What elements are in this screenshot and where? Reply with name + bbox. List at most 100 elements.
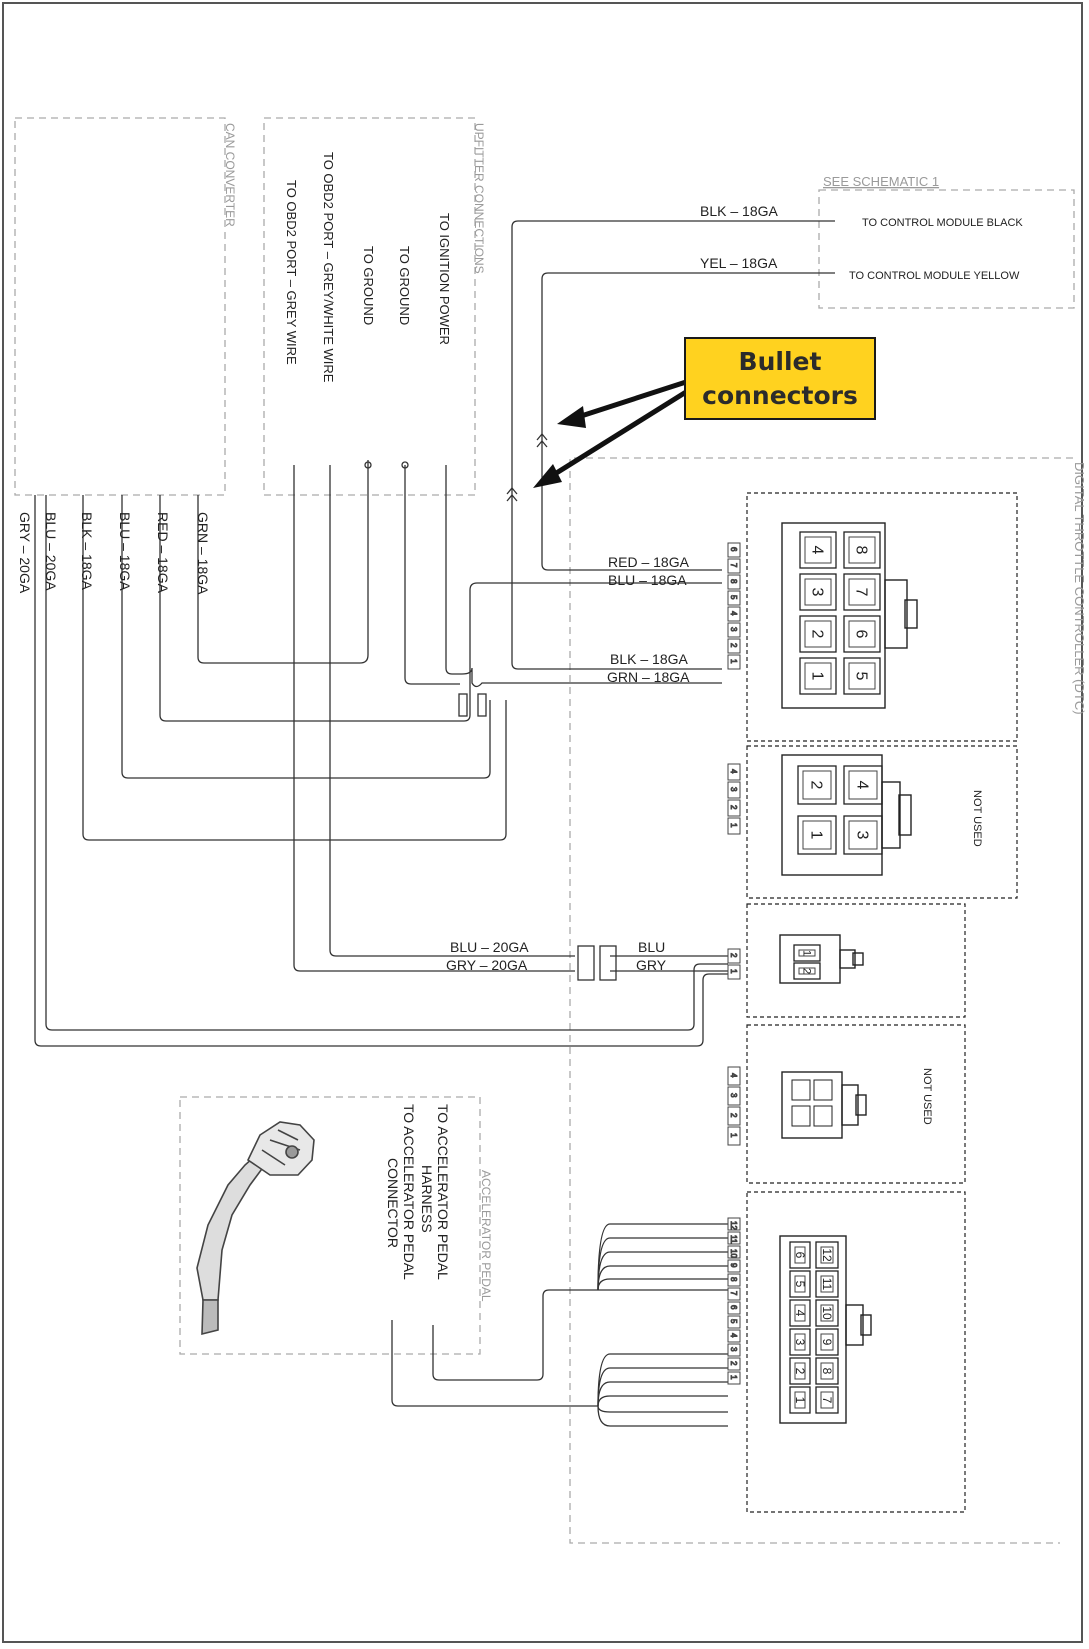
upfitter-title: UPFITTER CONNECTIONS: [472, 123, 486, 274]
conn8-cavity-inner: [804, 620, 832, 648]
conn2-wire-short-label: GRY: [636, 957, 667, 973]
conn8-pin-number: 7: [729, 563, 738, 568]
conn8-cavity-inner: [848, 536, 876, 564]
conn12-pin-number: 5: [729, 1319, 738, 1324]
conn12-pin-number: 3: [729, 1347, 738, 1352]
conn12-pin-number: 1: [729, 1375, 738, 1380]
can-wire-grn: [197, 460, 369, 664]
pedal-connector-label: TO ACCELERATOR PEDAL: [401, 1104, 417, 1280]
conn8-cavity-inner: [848, 662, 876, 690]
conn12-pin: [727, 1287, 741, 1301]
conn8-pin-number: 8: [729, 579, 738, 584]
conn8-cavity-inner: [804, 662, 832, 690]
conn2-cavity-inner: [798, 967, 816, 975]
conn4-cavity: [843, 815, 883, 855]
conn12-pin: [727, 1371, 741, 1385]
conn2-wire-short-label: BLU: [638, 939, 665, 955]
conn12-pin: [727, 1357, 741, 1371]
conn8-pin: [727, 606, 741, 622]
accelerator-box: [179, 1096, 481, 1355]
conn4-pin-number: 4: [729, 769, 738, 774]
connector-4b-note: NOT USED: [921, 1068, 933, 1125]
conn8-pin: [727, 542, 741, 558]
inline-connector: [599, 945, 617, 981]
conn4-pin: [727, 817, 741, 835]
conn12-cavity-number: 6: [793, 1252, 807, 1259]
can-wire-label: BLK – 18GA: [79, 512, 95, 590]
conn12-pin-number: 9: [729, 1263, 738, 1268]
conn12-pin: [727, 1301, 741, 1315]
conn4-cavity-inner: [848, 820, 878, 850]
conn12-cavity-inner: [794, 1391, 806, 1409]
conn2-cavity: [793, 944, 821, 962]
conn2-pin-number: 2: [729, 953, 738, 958]
conn4b-pin: [727, 1086, 741, 1106]
conn4b-cavity: [791, 1079, 811, 1101]
conn12-cavity-inner: [820, 1304, 834, 1322]
conn8-cavity: [843, 615, 881, 653]
conn12-cavity-number: 7: [820, 1397, 834, 1404]
conn12-cavity-inner: [820, 1362, 834, 1380]
conn8-cavity-number: 8: [853, 546, 870, 555]
conn12-cavity: [815, 1299, 839, 1327]
conn12-pin-number: 7: [729, 1291, 738, 1296]
can-converter-title: CAN CONVERTER: [223, 123, 237, 227]
callout-line-2: connectors: [702, 380, 858, 410]
bullet-chevrons: [506, 486, 518, 502]
conn8-pin: [727, 654, 741, 670]
conn12-cavity-inner: [794, 1362, 806, 1380]
pedal-connector-wire: [391, 1320, 598, 1407]
conn8-cavity-number: 1: [809, 672, 826, 681]
conn12-pin: [727, 1231, 741, 1245]
conn12-cavity-number: 2: [793, 1368, 807, 1375]
upfitter-label: TO GROUND: [361, 246, 376, 325]
conn4-cavity: [797, 765, 837, 805]
conn12-cavity-number: 3: [793, 1339, 807, 1346]
conn8-cavity: [799, 657, 837, 695]
conn4b-pin-number: 2: [729, 1113, 738, 1118]
conn4-pin: [727, 799, 741, 817]
bullet-connector: [458, 693, 468, 717]
conn4-cavity-number: 1: [808, 831, 825, 840]
upfitter-label: TO OBD2 PORT – GREY WIRE: [284, 180, 299, 365]
accelerator-pedal-image: [196, 1121, 315, 1336]
conn12-cavity-inner: [794, 1246, 806, 1264]
conn2-wire-label: GRY – 20GA: [446, 957, 528, 973]
pedal-connector-label: CONNECTOR: [385, 1158, 401, 1248]
connector-4: [781, 754, 912, 876]
conn8-cavity-number: 7: [853, 588, 870, 597]
conn12-pin-number: 12: [729, 1221, 738, 1230]
conn4-pin-number: 1: [729, 823, 738, 828]
conn12-cavity-inner: [820, 1275, 834, 1293]
conn8-pin-number: 2: [729, 643, 738, 648]
bullet-connectors-callout: Bullet connectors: [684, 337, 876, 420]
pedal-harness-wire: [432, 1289, 598, 1381]
conn8-pin-number: 3: [729, 627, 738, 632]
conn4-cavity-inner: [802, 820, 832, 850]
conn12-cavity-inner: [820, 1333, 834, 1351]
can-wire-red: [159, 495, 722, 722]
conn8-cavity: [843, 657, 881, 695]
conn12-cavity-number: 8: [820, 1368, 834, 1375]
bullet-chevrons: [536, 432, 548, 448]
conn12-cavity-number: 4: [793, 1310, 807, 1317]
connector-8: [781, 522, 918, 709]
conn12-pin-number: 10: [729, 1249, 738, 1258]
conn4-cavity: [843, 765, 883, 805]
conn4-cavity-inner: [848, 770, 878, 800]
callout-line-1: Bullet: [738, 346, 822, 376]
conn12-pin: [727, 1259, 741, 1273]
conn8-cavity-inner: [848, 620, 876, 648]
conn12-pin-number: 6: [729, 1305, 738, 1310]
conn12-cavity-inner: [820, 1246, 834, 1264]
conn4-cavity-inner: [802, 770, 832, 800]
upfitter-wire-obd-grey-white: [329, 465, 575, 957]
pedal-harness-label: HARNESS: [419, 1165, 435, 1233]
conn12-cavity: [789, 1270, 811, 1298]
conn8-pin: [727, 574, 741, 590]
conn12-pin: [727, 1273, 741, 1287]
conn8-wire-label: RED – 18GA: [608, 554, 690, 570]
upfitter-wire-obd-grey: [293, 465, 575, 972]
